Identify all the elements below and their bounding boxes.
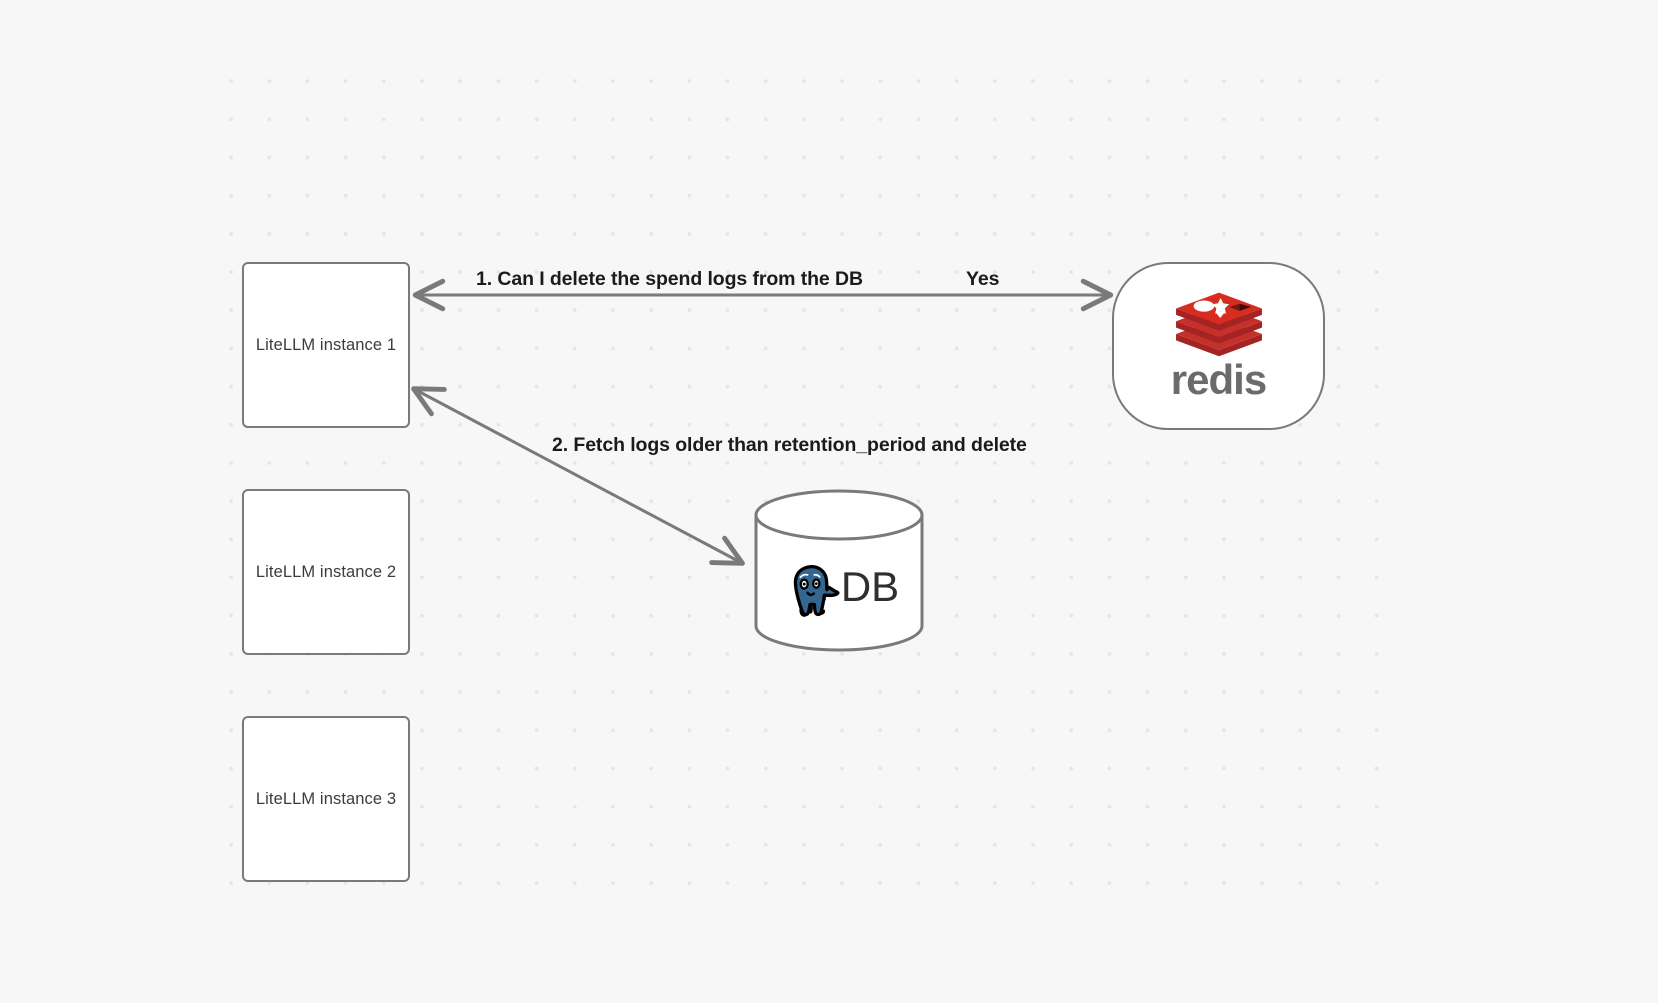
node-label-instance-3: LiteLLM instance 3 (255, 789, 397, 808)
node-database[interactable]: DB (753, 489, 925, 652)
node-label-instance-1: LiteLLM instance 1 (255, 335, 397, 354)
edge-instance1-database (411, 386, 745, 566)
edge-label-response: Yes (966, 268, 1000, 290)
edge-label-step-2: 2. Fetch logs older than retention_perio… (552, 434, 1027, 456)
redis-wordmark: redis (1170, 356, 1267, 403)
redis-logo-icon (1175, 292, 1262, 357)
node-redis[interactable]: redis (1112, 262, 1325, 430)
database-cylinder-shape (754, 489, 924, 652)
node-label-instance-2: LiteLLM instance 2 (255, 562, 397, 581)
postgresql-elephant-icon (793, 564, 840, 617)
edge-label-step-1: 1. Can I delete the spend logs from the … (476, 268, 863, 290)
database-logo-row: DB (753, 541, 925, 633)
node-litellm-instance-3[interactable]: LiteLLM instance 3 (242, 716, 410, 882)
database-label: DB (840, 563, 900, 610)
node-litellm-instance-1[interactable]: LiteLLM instance 1 (242, 262, 410, 428)
node-litellm-instance-2[interactable]: LiteLLM instance 2 (242, 489, 410, 655)
